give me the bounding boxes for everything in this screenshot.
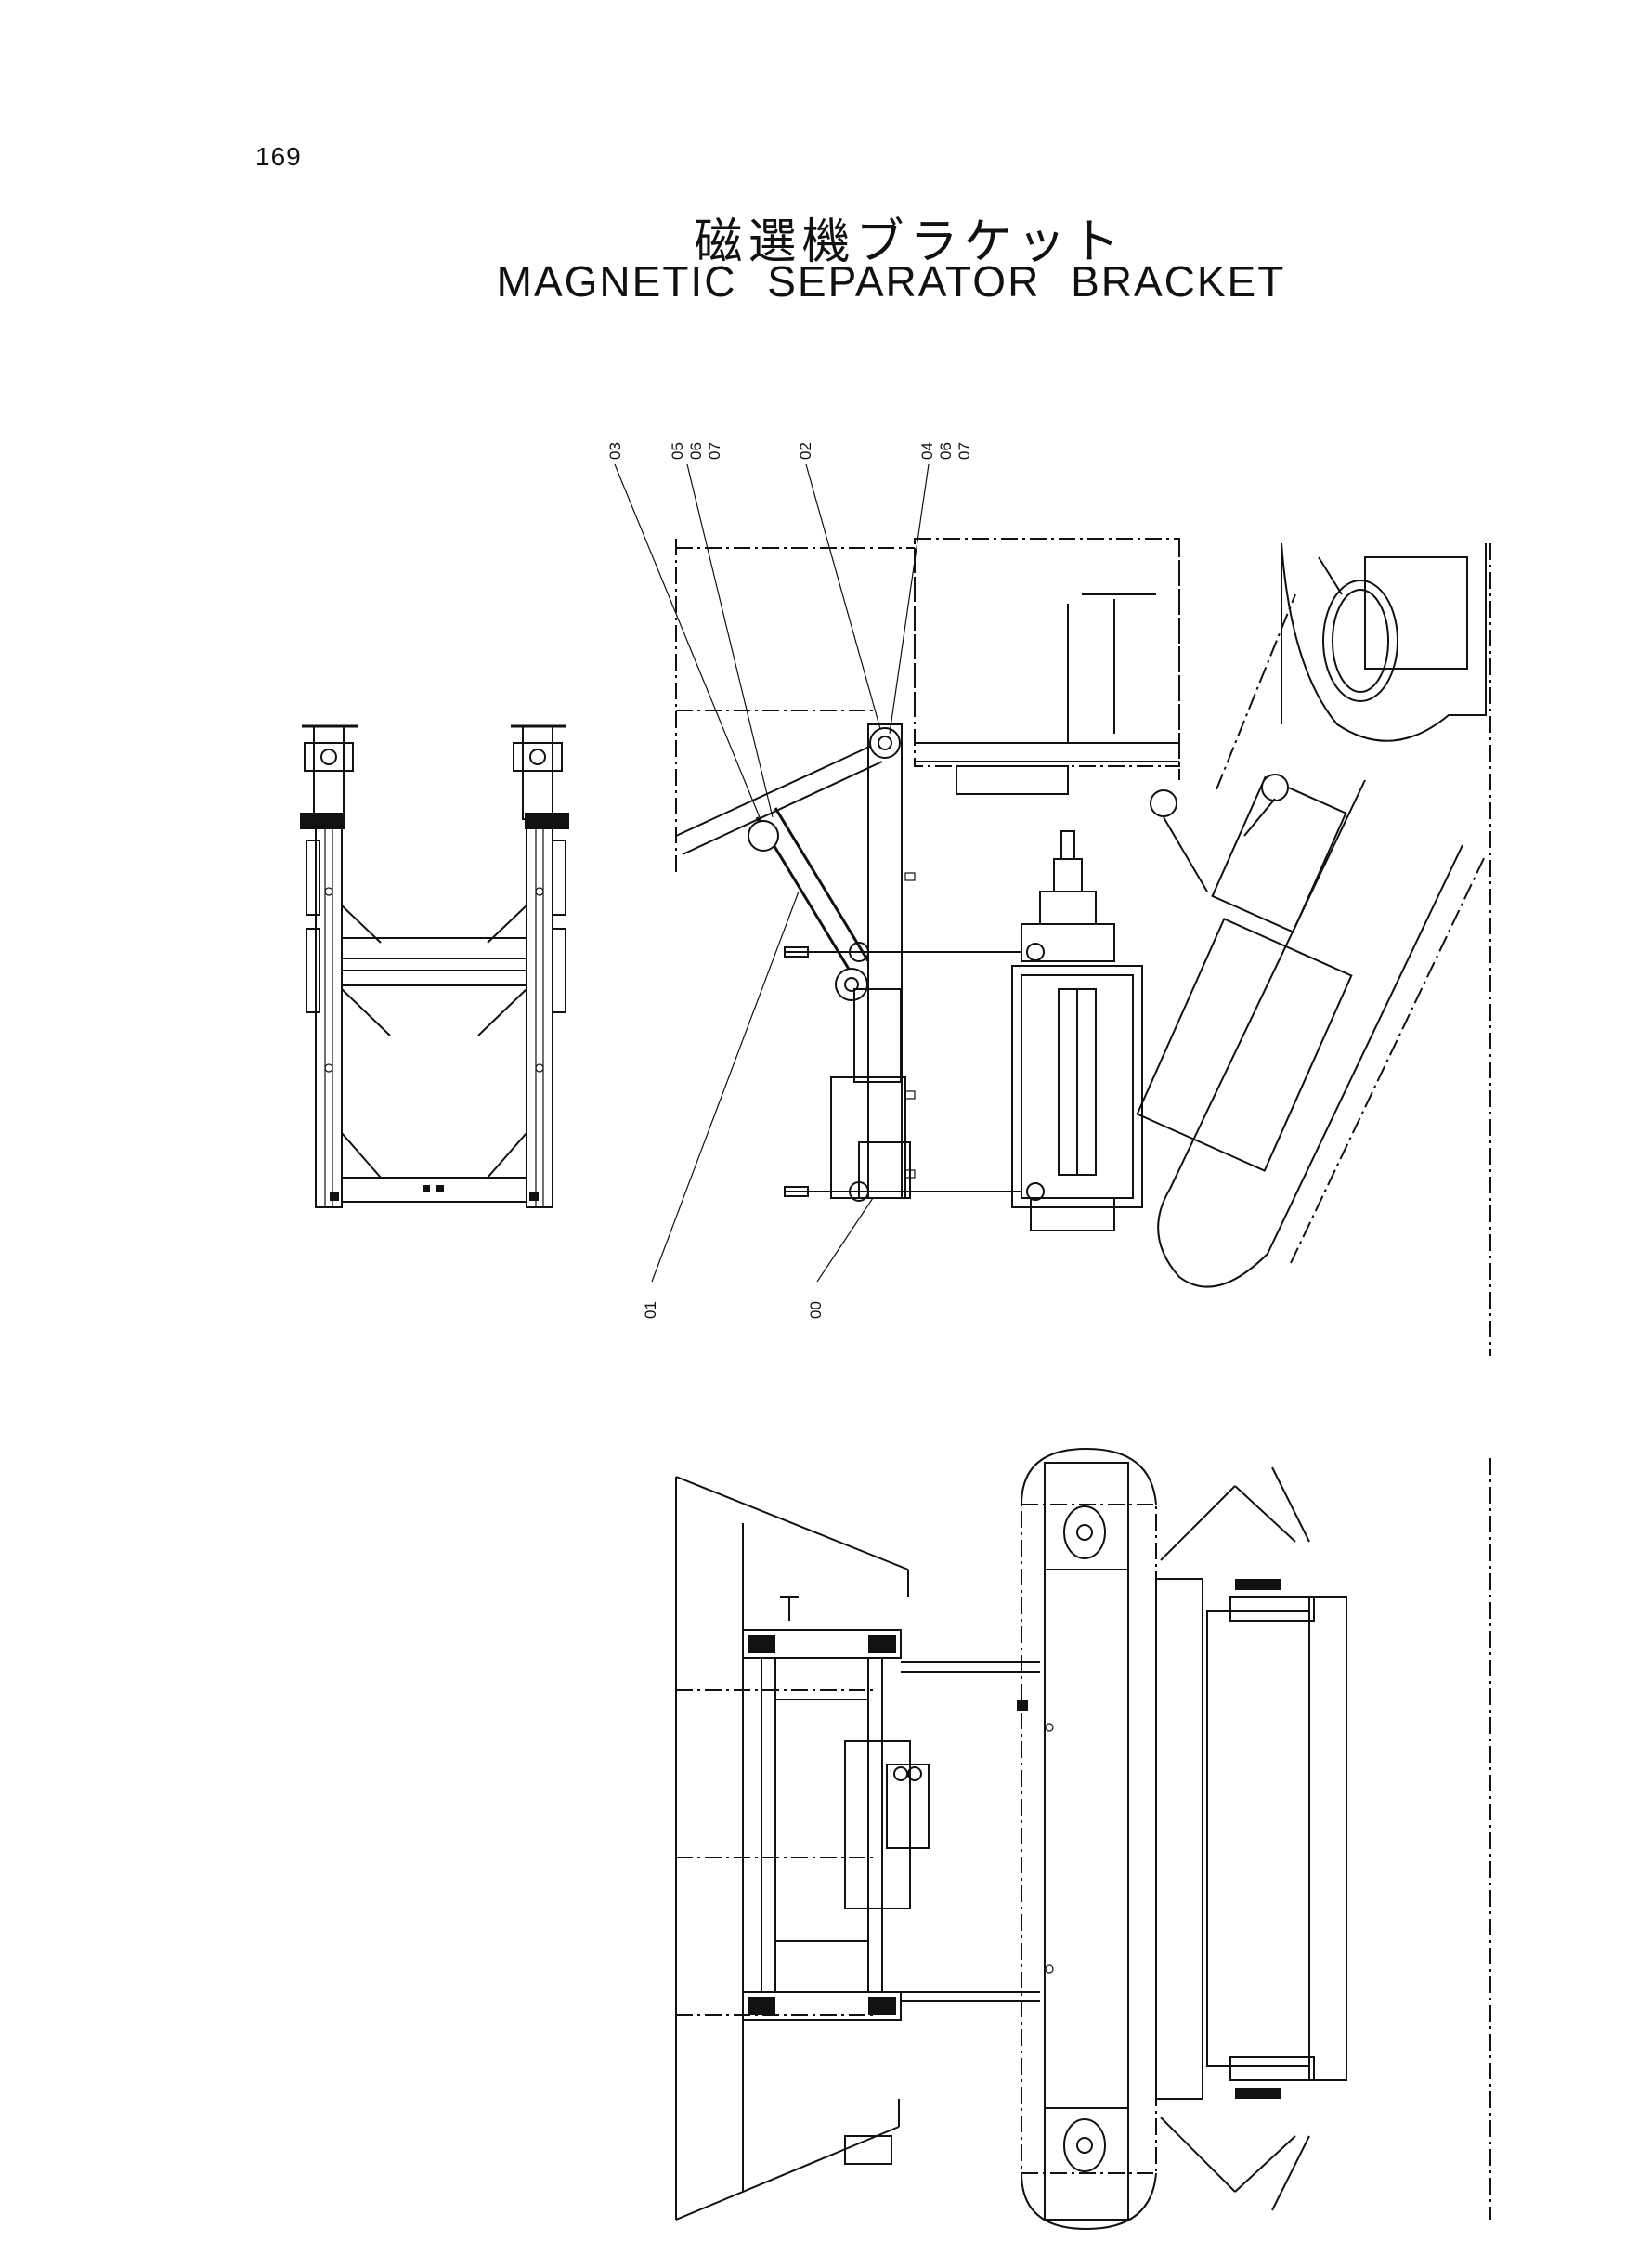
bracket-frame-view (300, 724, 569, 1208)
callout-07a: 07 (706, 442, 723, 460)
callout-02: 02 (797, 442, 814, 460)
callout-06a: 06 (687, 442, 705, 460)
callout-04: 04 (918, 442, 936, 460)
callout-00: 00 (807, 1301, 825, 1319)
callout-05: 05 (669, 442, 686, 460)
callout-07b: 07 (956, 442, 973, 460)
callout-leaders (614, 463, 930, 1283)
callout-01: 01 (642, 1301, 659, 1319)
title-english: MAGNETIC SEPARATOR BRACKET (496, 257, 1286, 306)
front-elevation-view (675, 1447, 1491, 2231)
page-number: 169 (255, 142, 302, 171)
callout-labels: 03 05 06 07 02 04 06 07 01 00 (606, 442, 973, 1319)
callout-03: 03 (606, 442, 624, 460)
callout-06b: 06 (937, 442, 955, 460)
side-elevation-view (675, 538, 1491, 1356)
title-japanese: 磁選機ブラケット (694, 215, 1125, 270)
